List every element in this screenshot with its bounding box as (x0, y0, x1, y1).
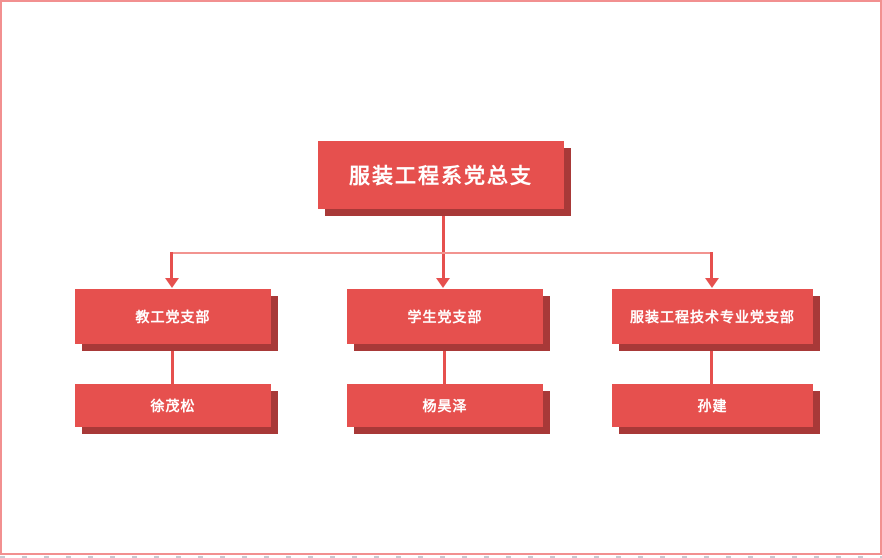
org-node-branch-3[interactable]: 服装工程技术专业党支部 (612, 289, 813, 344)
arrow-down-icon (436, 278, 450, 288)
arrow-down-icon (165, 278, 179, 288)
org-node-branch-1[interactable]: 教工党支部 (75, 289, 271, 344)
org-node-branch-label: 教工党支部 (135, 308, 211, 325)
org-node-branch-2[interactable]: 学生党支部 (347, 289, 543, 344)
org-node-member-label: 孙建 (697, 397, 728, 414)
connector-branch-3-member (710, 346, 713, 384)
org-node-branch-label: 学生党支部 (407, 308, 483, 325)
org-node-branch-label: 服装工程技术专业党支部 (630, 308, 795, 325)
org-node-root[interactable]: 服装工程系党总支 (318, 141, 564, 209)
org-node-member-label: 杨昊泽 (422, 397, 468, 414)
connector-drop-left (170, 252, 173, 278)
org-node-member-1[interactable]: 徐茂松 (75, 384, 271, 427)
org-node-member-3[interactable]: 孙建 (612, 384, 813, 427)
org-node-member-label: 徐茂松 (150, 397, 196, 414)
org-node-member-2[interactable]: 杨昊泽 (347, 384, 543, 427)
connector-branch-1-member (171, 346, 174, 384)
connector-drop-right (710, 252, 713, 278)
connector-horizontal (171, 252, 712, 254)
connector-branch-2-member (443, 346, 446, 384)
arrow-down-icon (705, 278, 719, 288)
org-node-root-label: 服装工程系党总支 (349, 165, 533, 188)
connector-stem (442, 209, 445, 278)
bottom-edge-ticks (0, 556, 882, 558)
